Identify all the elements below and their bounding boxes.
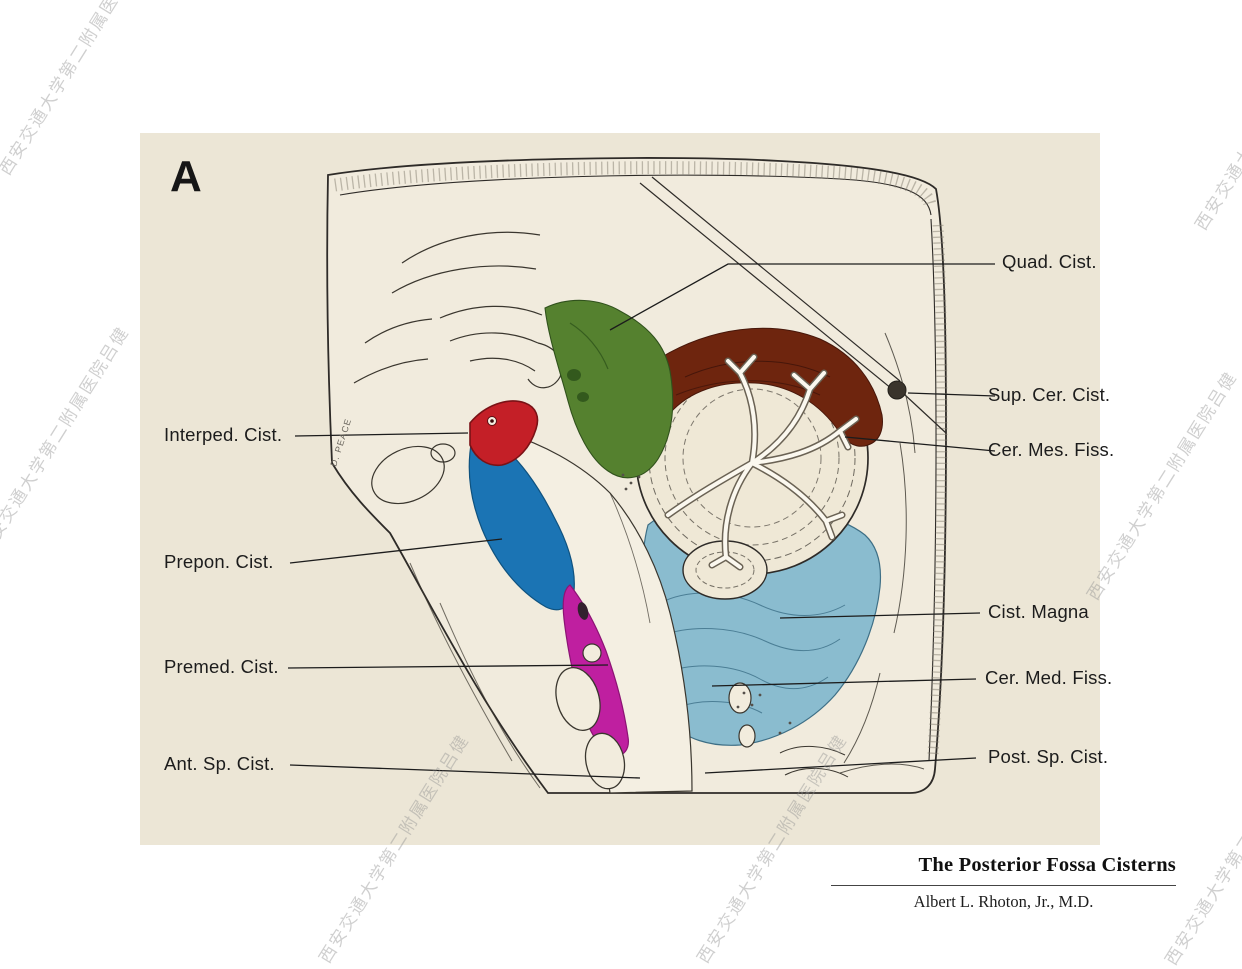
caption-rule — [831, 885, 1176, 886]
leader-interped-cist — [294, 432, 469, 437]
leader-cer-mes-fiss — [844, 436, 996, 452]
watermark-text: 西安交通大学第二附属医院吕健 — [1161, 732, 1242, 969]
tentorium-lines — [639, 176, 947, 434]
panel-letter: A — [170, 152, 202, 201]
anatomy-illustration: A D. PEACE — [170, 152, 996, 794]
label-ant-sp-cist: Ant. Sp. Cist. — [164, 753, 275, 774]
straight-sinus-dot — [887, 380, 907, 400]
leader-lines — [287, 263, 996, 779]
leader-prepon-cist — [289, 538, 503, 564]
label-cist-magna: Cist. Magna — [988, 601, 1089, 622]
label-interped-cist: Interped. Cist. — [164, 424, 283, 445]
figure-panel: A D. PEACE Interped. Cist. Prepon. Cist.… — [140, 133, 1114, 845]
label-cer-med-fiss: Cer. Med. Fiss. — [985, 667, 1113, 688]
arbor-vitae — [664, 353, 860, 571]
occipital-contours — [839, 332, 925, 774]
watermark-text: 西安交通大学第二附属医院吕健 — [1191, 0, 1242, 234]
label-premed-cist: Premed. Cist. — [164, 656, 279, 677]
label-cer-mes-fiss: Cer. Mes. Fiss. — [988, 439, 1115, 460]
leader-ant-sp-cist — [289, 764, 641, 779]
quadrigeminal-cistern-region — [544, 299, 674, 479]
leader-cer-med-fiss — [711, 678, 977, 687]
label-post-sp-cist: Post. Sp. Cist. — [988, 746, 1109, 767]
cerebrum-contours — [353, 231, 563, 505]
interpeduncular-cistern-region — [469, 400, 539, 467]
posterior-small-structures — [621, 473, 849, 778]
figure-caption: The Posterior Fossa Cisterns Albert L. R… — [831, 854, 1176, 912]
leader-quad-cist — [609, 263, 995, 331]
leader-premed-cist — [287, 664, 609, 669]
label-prepon-cist: Prepon. Cist. — [164, 551, 274, 572]
vertebrae — [409, 562, 626, 790]
leader-post-sp-cist — [704, 757, 977, 774]
watermark-text: 西安交通大学第二附属医院吕健 — [0, 0, 153, 179]
figure-author: Albert L. Rhoton, Jr., M.D. — [913, 892, 1094, 911]
leader-sup-cer-cist — [907, 392, 996, 397]
figure-title: The Posterior Fossa Cisterns — [918, 854, 1176, 876]
label-quad-cist: Quad. Cist. — [1002, 251, 1097, 272]
label-sup-cer-cist: Sup. Cer. Cist. — [988, 384, 1111, 405]
leader-cist-magna — [779, 612, 981, 619]
watermark-text: 西安交通大学第二附属医院吕健 — [0, 322, 133, 559]
